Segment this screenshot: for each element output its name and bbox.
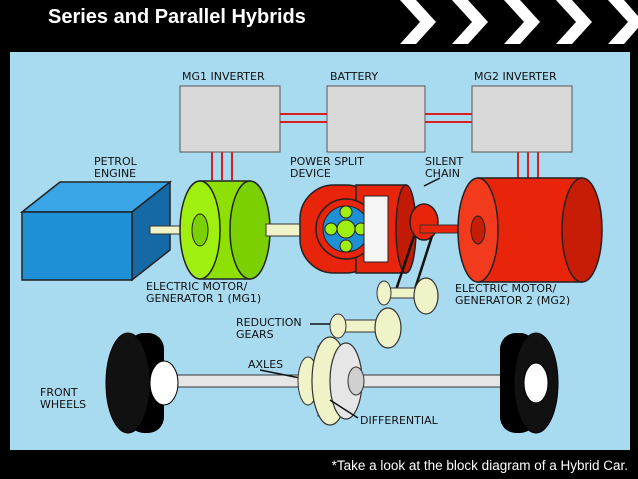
page-title: Series and Parallel Hybrids: [48, 6, 306, 28]
chevron-icon: [504, 0, 540, 44]
chevron-icon: [556, 0, 592, 44]
chevron-icon: [608, 0, 638, 44]
front-wheels-label-2: WHEELS: [40, 398, 86, 411]
mg2-label-1: ELECTRIC MOTOR/: [455, 282, 557, 295]
footer-bar: *Take a look at the block diagram of a H…: [0, 452, 638, 479]
mg2-motor: [457, 177, 603, 283]
battery-label: BATTERY: [330, 70, 378, 83]
petrol-engine-label-1: PETROL: [94, 155, 138, 168]
axles-label: AXLES: [248, 358, 283, 371]
silent-chain-label-2: CHAIN: [425, 167, 460, 180]
differential: [297, 336, 365, 426]
mg1-label-2: GENERATOR 1 (MG1): [146, 292, 261, 305]
chevron-decoration: [370, 0, 638, 44]
mg2-inverter-label: MG2 INVERTER: [474, 70, 557, 83]
axles-pointer: [259, 369, 301, 379]
title-box: [38, 0, 370, 40]
power-split-device: [299, 184, 417, 274]
mg1-label-1: ELECTRIC MOTOR/: [146, 280, 248, 293]
reduction-gears-label-2: GEARS: [236, 328, 274, 341]
differential-label: DIFFERENTIAL: [360, 414, 439, 427]
left-front-wheel: [105, 332, 179, 434]
petrol-engine-label-2: ENGINE: [94, 167, 136, 180]
mg2-inverter-box: [471, 85, 573, 153]
battery-box: [326, 85, 426, 153]
reduction-gears-label-1: REDUCTION: [236, 316, 302, 329]
mg1-motor: [179, 180, 271, 280]
petrol-engine: [19, 180, 173, 282]
reduction-gears: [310, 277, 439, 349]
right-front-wheel: [500, 332, 559, 434]
silent-chain-label-1: SILENT: [425, 155, 464, 168]
mg2-label-2: GENERATOR 2 (MG2): [455, 294, 570, 307]
chevron-icon: [400, 0, 436, 44]
front-wheels-label-1: FRONT: [40, 386, 78, 399]
mg1-inverter-box: [179, 85, 281, 153]
footer-note: *Take a look at the block diagram of a H…: [331, 458, 628, 473]
wires: [211, 113, 539, 180]
power-split-label-2: DEVICE: [290, 167, 331, 180]
power-split-label-1: POWER SPLIT: [290, 155, 364, 168]
mg1-inverter-label: MG1 INVERTER: [182, 70, 265, 83]
chevron-icon: [452, 0, 488, 44]
